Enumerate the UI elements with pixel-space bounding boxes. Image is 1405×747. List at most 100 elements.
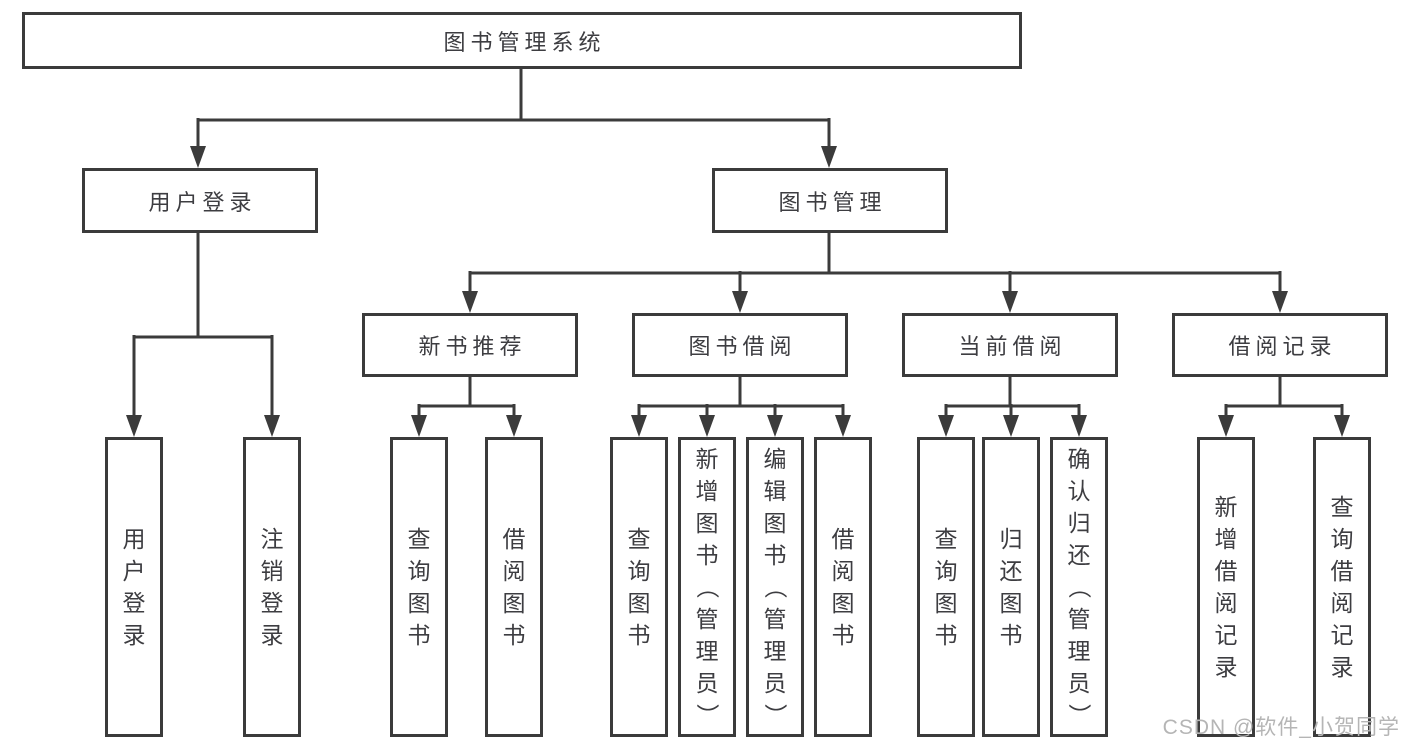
vertical-char: 录 [122,622,146,648]
vertical-char: 书 [627,622,651,648]
vertical-char: 用 [122,526,146,552]
vertical-char: 辑 [763,478,787,504]
vertical-char: 户 [122,558,146,584]
node-label: 新增借阅记录 [1200,440,1252,734]
vertical-char: 借 [1214,558,1238,584]
vertical-char: 还 [1067,542,1091,568]
watermark: CSDN @软件_小贺同学 [1162,716,1400,739]
vertical-char: 登 [122,590,146,616]
vertical-char: 书 [695,542,719,568]
vertical-char: 书 [934,622,958,648]
vertical-char: 阅 [1214,590,1238,616]
vertical-paren-char: ） [694,703,720,727]
leaf-return-books: 归还图书 [982,437,1040,737]
leaf-query-books-recommend: 查询图书 [390,437,448,737]
vertical-paren-char: （ [694,575,720,599]
vertical-char: 图 [831,590,855,616]
node-label: 查询图书 [613,440,665,734]
vertical-char: 理 [695,638,719,664]
vertical-char: 图 [999,590,1023,616]
node-book-borrowing: 图书借阅 [632,313,848,377]
vertical-char: 管 [763,606,787,632]
node-current-borrowing: 当前借阅 [902,313,1118,377]
vertical-char: 图 [627,590,651,616]
vertical-char: 阅 [831,558,855,584]
vertical-char: 归 [999,526,1023,552]
vertical-char: 归 [1067,510,1091,536]
vertical-char: 登 [260,590,284,616]
node-label: 图书借阅 [688,334,797,359]
vertical-char: 阅 [502,558,526,584]
vertical-char: 图 [407,590,431,616]
node-label: 当前借阅 [958,334,1067,359]
vertical-char: 编 [763,446,787,472]
arrowheads [126,146,1350,437]
vertical-char: 查 [1330,494,1354,520]
vertical-paren-char: ） [762,703,788,727]
node-book-management: 图书管理 [712,168,948,233]
vertical-char: 员 [695,670,719,696]
leaf-confirm-return-admin: 确认归还 （ 管理员 ） [1050,437,1108,737]
vertical-char: 查 [627,526,651,552]
vertical-char: 图 [502,590,526,616]
node-label: 图书管理 [778,189,887,215]
vertical-char: 确 [1067,446,1091,472]
vertical-char: 书 [999,622,1023,648]
vertical-char: 书 [831,622,855,648]
node-label: 借阅图书 [488,440,540,734]
vertical-paren-char: （ [1066,575,1092,599]
vertical-char: 新 [1214,494,1238,520]
leaf-add-books-admin: 新增图书（管理员） [678,437,736,737]
node-root-system: 图书管理系统 [22,12,1022,69]
vertical-char: 询 [407,558,431,584]
vertical-char: 员 [1067,670,1091,696]
node-label: 查询图书 [393,440,445,734]
leaf-query-borrow-record: 查询借阅记录 [1313,437,1371,737]
node-label: 编辑图书（管理员） [749,440,801,734]
vertical-char: 增 [1214,526,1238,552]
vertical-char: 理 [1067,638,1091,664]
node-label: 查询图书 [920,440,972,734]
vertical-paren-char: ） [1066,703,1092,727]
vertical-char: 阅 [1330,590,1354,616]
node-new-book-recommend: 新书推荐 [362,313,578,377]
vertical-char: 还 [999,558,1023,584]
vertical-char: 查 [407,526,431,552]
vertical-char: 认 [1067,478,1091,504]
leaf-borrow-books: 借阅图书 [814,437,872,737]
vertical-char: 销 [260,558,284,584]
node-label: 新增图书（管理员） [681,440,733,734]
vertical-char: 书 [407,622,431,648]
leaf-borrow-books-recommend: 借阅图书 [485,437,543,737]
node-label: 借阅图书 [817,440,869,734]
node-label: 注销登录 [246,440,298,734]
leaf-user-login: 用户登录 [105,437,163,737]
node-label: 图书管理系统 [443,29,606,55]
vertical-char: 图 [695,510,719,536]
vertical-char: 询 [627,558,651,584]
node-borrowing-records: 借阅记录 [1172,313,1388,377]
vertical-char: 查 [934,526,958,552]
vertical-char: 询 [934,558,958,584]
vertical-char: 理 [763,638,787,664]
vertical-char: 记 [1214,622,1238,648]
node-label: 确认归还 （ 管理员 ） [1053,440,1105,734]
vertical-char: 增 [695,478,719,504]
vertical-char: 图 [934,590,958,616]
vertical-char: 询 [1330,526,1354,552]
vertical-char: 新 [695,446,719,472]
vertical-char: 图 [763,510,787,536]
vertical-char: 管 [1067,606,1091,632]
vertical-char: 书 [763,542,787,568]
vertical-char: 录 [260,622,284,648]
leaf-logout: 注销登录 [243,437,301,737]
vertical-char: 借 [831,526,855,552]
node-label: 查询借阅记录 [1316,440,1368,734]
connector-lines [132,68,1344,421]
node-label: 新书推荐 [418,334,527,359]
vertical-char: 注 [260,526,284,552]
vertical-char: 员 [763,670,787,696]
leaf-add-borrow-record: 新增借阅记录 [1197,437,1255,737]
